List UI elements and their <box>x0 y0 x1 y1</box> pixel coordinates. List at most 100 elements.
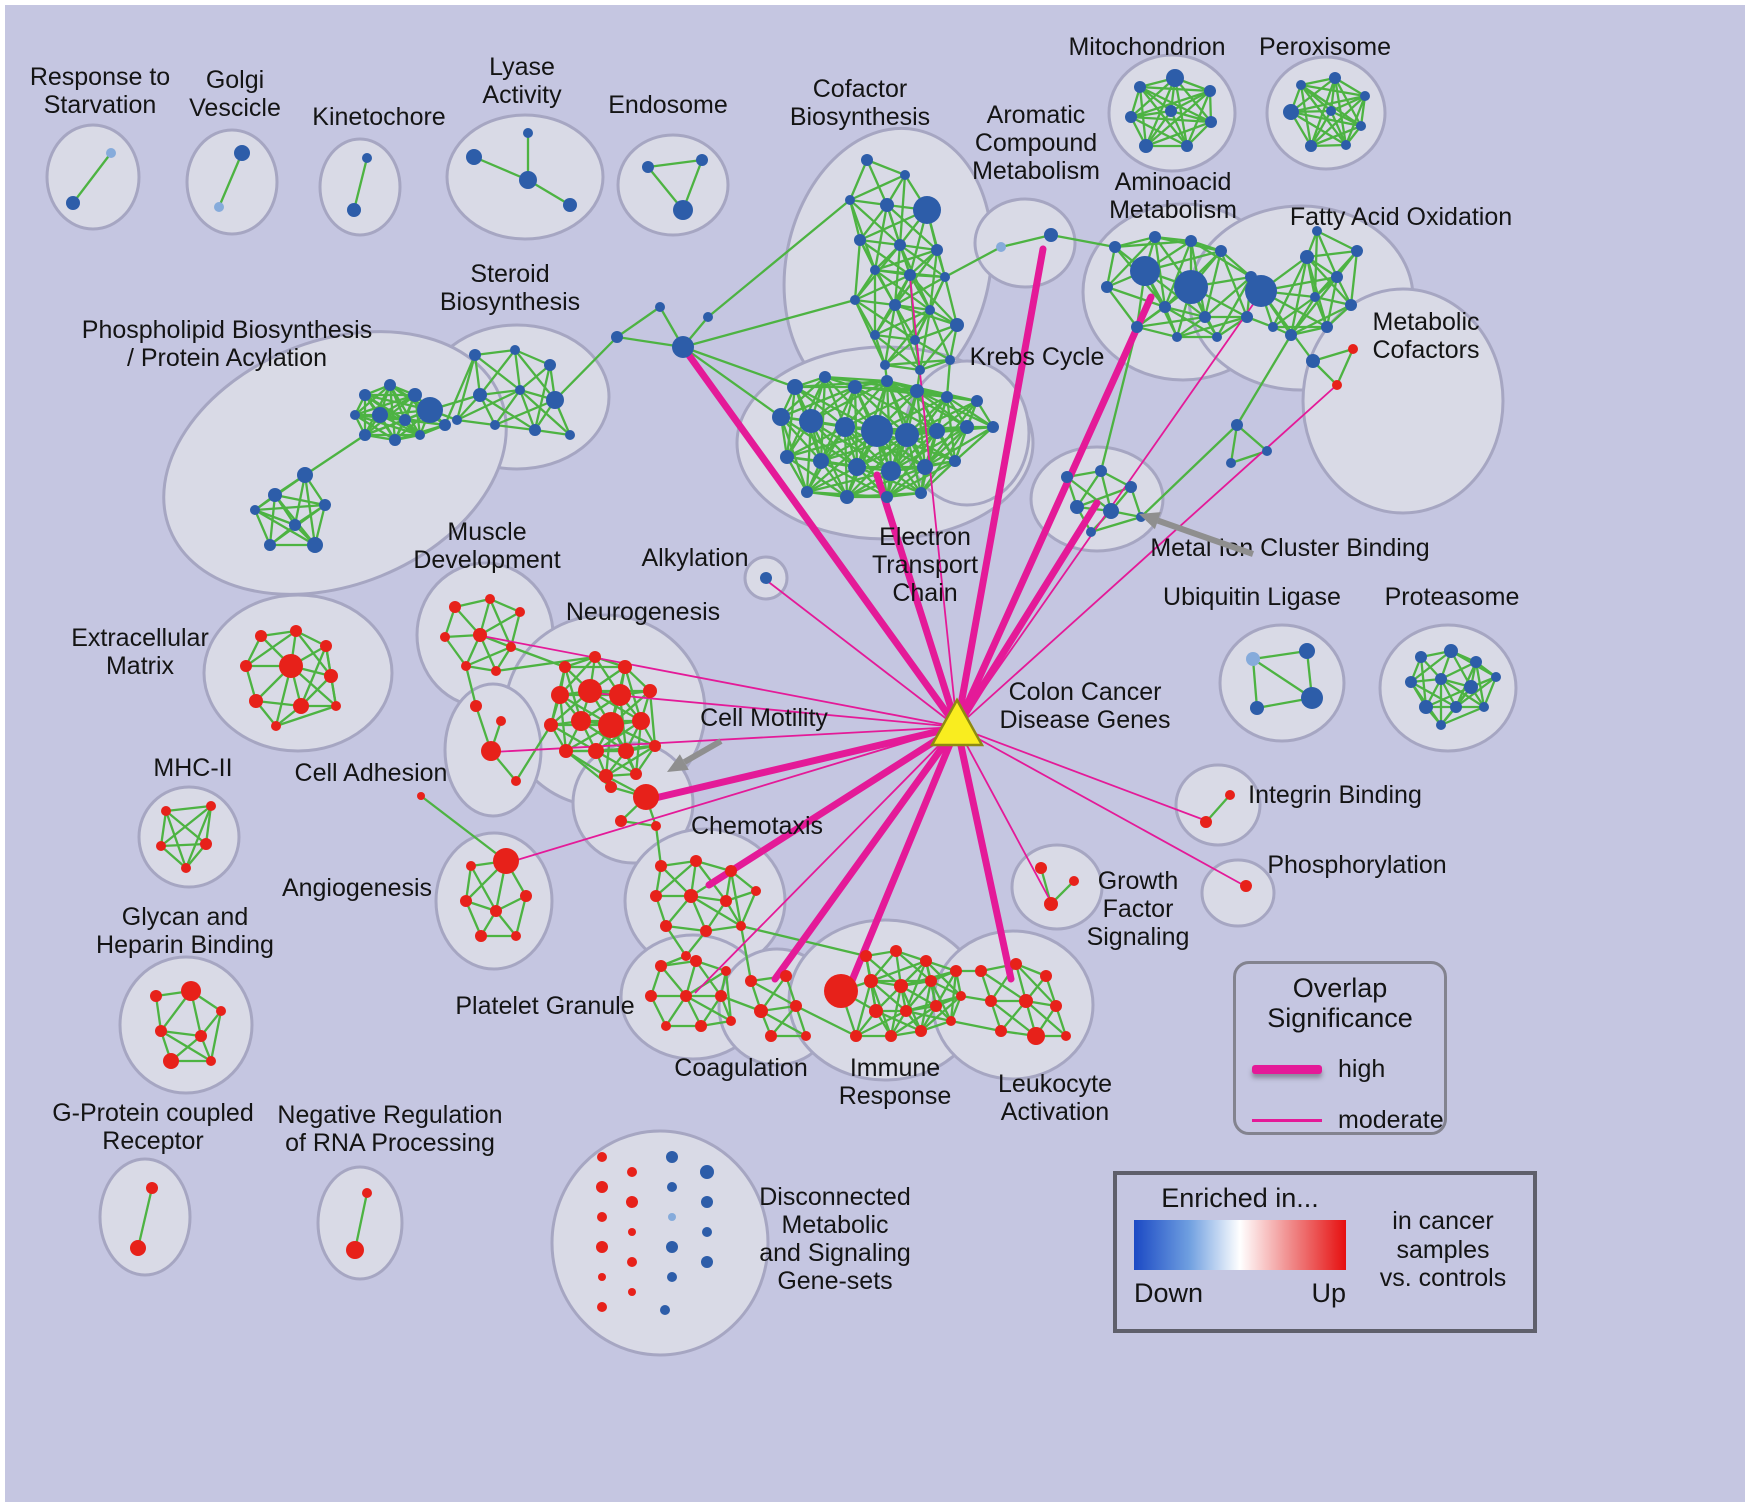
gene-set-node[interactable] <box>399 414 411 426</box>
gene-set-node[interactable] <box>660 920 672 932</box>
gene-set-node[interactable] <box>511 776 521 786</box>
gene-set-node[interactable] <box>946 1016 956 1026</box>
gene-set-node[interactable] <box>1444 644 1458 658</box>
gene-set-node[interactable] <box>651 821 661 831</box>
gene-set-node[interactable] <box>350 410 360 420</box>
gene-set-node[interactable] <box>461 661 471 671</box>
gene-set-node[interactable] <box>720 895 732 907</box>
gene-set-node[interactable] <box>1245 275 1277 307</box>
gene-set-node[interactable] <box>1479 702 1489 712</box>
gene-set-node[interactable] <box>470 700 482 712</box>
gene-set-node[interactable] <box>1348 344 1358 354</box>
gene-set-node[interactable] <box>481 741 501 761</box>
gene-set-node[interactable] <box>726 1016 736 1026</box>
gene-set-node[interactable] <box>506 642 516 652</box>
gene-set-node[interactable] <box>701 1196 713 1208</box>
gene-set-node[interactable] <box>850 295 860 305</box>
gene-set-node[interactable] <box>1301 687 1323 709</box>
gene-set-node[interactable] <box>941 391 953 403</box>
gene-set-node[interactable] <box>1226 458 1236 468</box>
gene-set-node[interactable] <box>765 1030 777 1042</box>
gene-set-node[interactable] <box>214 202 224 212</box>
gene-set-node[interactable] <box>1246 652 1260 666</box>
gene-set-node[interactable] <box>813 453 829 469</box>
gene-set-node[interactable] <box>1101 281 1113 293</box>
gene-set-node[interactable] <box>1225 790 1235 800</box>
gene-set-node[interactable] <box>628 1288 636 1296</box>
gene-set-node[interactable] <box>250 505 260 515</box>
gene-set-node[interactable] <box>544 718 558 732</box>
gene-set-node[interactable] <box>1181 140 1193 152</box>
gene-set-node[interactable] <box>1300 250 1314 264</box>
gene-set-node[interactable] <box>469 349 481 361</box>
gene-set-node[interactable] <box>642 161 654 173</box>
gene-set-node[interactable] <box>1044 228 1058 242</box>
gene-set-node[interactable] <box>320 640 332 652</box>
gene-set-node[interactable] <box>1345 299 1357 311</box>
gene-set-node[interactable] <box>485 594 495 604</box>
gene-set-node[interactable] <box>408 388 422 402</box>
gene-set-node[interactable] <box>881 461 901 481</box>
gene-set-node[interactable] <box>940 272 950 282</box>
gene-set-node[interactable] <box>945 355 955 365</box>
gene-set-node[interactable] <box>289 519 301 531</box>
gene-set-node[interactable] <box>597 1152 607 1162</box>
gene-set-node[interactable] <box>790 1000 802 1012</box>
gene-set-node[interactable] <box>910 384 924 398</box>
gene-set-node[interactable] <box>915 1025 927 1037</box>
gene-set-node[interactable] <box>904 269 916 281</box>
gene-set-node[interactable] <box>1329 72 1341 84</box>
gene-set-node[interactable] <box>460 895 472 907</box>
gene-set-node[interactable] <box>491 666 501 676</box>
gene-set-node[interactable] <box>546 391 564 409</box>
gene-set-node[interactable] <box>319 499 331 511</box>
gene-set-node[interactable] <box>106 148 116 158</box>
gene-set-node[interactable] <box>1070 500 1084 514</box>
gene-set-node[interactable] <box>655 960 667 972</box>
gene-set-node[interactable] <box>597 1212 607 1222</box>
gene-set-node[interactable] <box>362 153 372 163</box>
gene-set-node[interactable] <box>985 995 997 1007</box>
gene-set-node[interactable] <box>725 865 737 877</box>
gene-set-node[interactable] <box>1435 673 1447 685</box>
gene-set-node[interactable] <box>864 974 878 988</box>
gene-set-node[interactable] <box>703 312 713 322</box>
gene-set-node[interactable] <box>960 420 974 434</box>
gene-set-node[interactable] <box>956 991 966 1001</box>
gene-set-node[interactable] <box>439 419 451 431</box>
gene-set-node[interactable] <box>130 1240 146 1256</box>
gene-set-node[interactable] <box>950 318 964 332</box>
gene-set-node[interactable] <box>618 660 632 674</box>
gene-set-node[interactable] <box>1050 1000 1062 1012</box>
gene-set-node[interactable] <box>618 743 634 759</box>
gene-set-node[interactable] <box>255 630 267 642</box>
gene-set-node[interactable] <box>490 420 500 430</box>
gene-set-node[interactable] <box>1174 270 1208 304</box>
gene-set-node[interactable] <box>681 951 691 961</box>
gene-set-node[interactable] <box>588 743 604 759</box>
gene-set-node[interactable] <box>599 769 613 783</box>
gene-set-node[interactable] <box>861 415 893 447</box>
gene-set-node[interactable] <box>1299 643 1315 659</box>
gene-set-node[interactable] <box>1185 235 1197 247</box>
gene-set-node[interactable] <box>655 860 667 872</box>
gene-set-node[interactable] <box>894 979 908 993</box>
gene-set-node[interactable] <box>1341 140 1351 150</box>
gene-set-node[interactable] <box>672 336 694 358</box>
gene-set-node[interactable] <box>1231 419 1243 431</box>
gene-set-node[interactable] <box>751 886 761 896</box>
gene-set-node[interactable] <box>690 855 702 867</box>
gene-set-node[interactable] <box>1285 329 1297 341</box>
gene-set-node[interactable] <box>1200 816 1212 828</box>
gene-set-node[interactable] <box>632 712 650 730</box>
gene-set-node[interactable] <box>1312 226 1322 236</box>
gene-set-node[interactable] <box>466 149 482 165</box>
gene-set-node[interactable] <box>1159 301 1171 313</box>
gene-set-node[interactable] <box>1199 311 1211 323</box>
gene-set-node[interactable] <box>695 1020 707 1032</box>
gene-set-node[interactable] <box>515 385 525 395</box>
gene-set-node[interactable] <box>1331 271 1343 283</box>
gene-set-node[interactable] <box>520 890 532 902</box>
gene-set-node[interactable] <box>950 965 962 977</box>
gene-set-node[interactable] <box>523 128 533 138</box>
